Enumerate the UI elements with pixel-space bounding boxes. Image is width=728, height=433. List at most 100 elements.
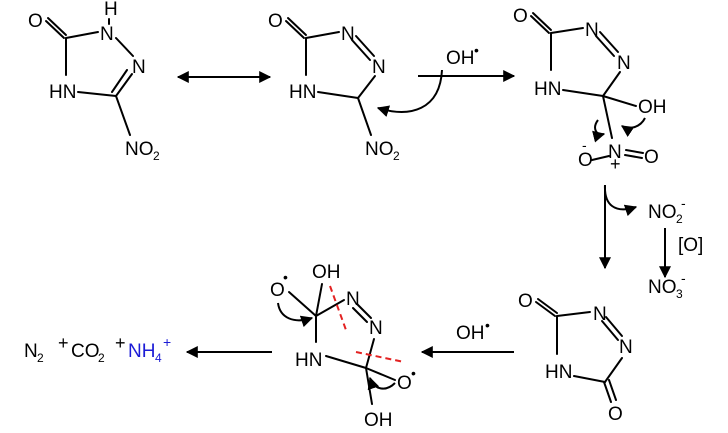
nitrite-release: NO 2 - [O] NO 3 -: [599, 184, 703, 301]
radical-dot: •: [411, 365, 416, 381]
bond: [537, 298, 558, 314]
bond: [591, 155, 610, 161]
atom-hn: HN: [534, 79, 561, 100]
bond: [573, 375, 606, 383]
nitrite-no: NO: [648, 202, 677, 223]
curved-electron-arrow: [376, 69, 443, 117]
bond: [562, 89, 604, 97]
nitro-group: NO 2: [365, 139, 400, 163]
atom-hn: HN: [295, 350, 322, 371]
nitrate-no: NO: [648, 277, 677, 298]
bond: [355, 35, 375, 57]
bond: [365, 338, 375, 369]
curved-electron-arrow: [621, 117, 646, 137]
subscript-2: 2: [676, 212, 683, 226]
atom-o: O: [518, 291, 533, 312]
bond: [625, 149, 644, 154]
bond: [356, 303, 372, 319]
atom-n: N: [619, 337, 633, 358]
bond: [605, 316, 623, 337]
bond: [365, 367, 373, 405]
atom-hn: HN: [545, 362, 572, 383]
bond: [604, 357, 623, 383]
bond: [287, 17, 307, 36]
radical-dot: •: [474, 42, 479, 58]
bond: [111, 69, 128, 93]
bond: [288, 291, 317, 317]
bond: [603, 381, 612, 403]
hydroxyl-addition-step: OH •: [376, 42, 516, 117]
bond-cleavage-line: [355, 351, 405, 363]
bond: [285, 20, 305, 39]
atom-no: NO: [125, 139, 154, 160]
atom-o: O: [397, 373, 412, 394]
curved-electron-arrow: [277, 302, 314, 328]
atom-h: H: [104, 0, 118, 20]
atom-n: N: [346, 289, 360, 310]
final-products: N 2 + CO 2 + NH 4 +: [24, 333, 171, 365]
atom-n: N: [617, 53, 631, 74]
subscript-3: 3: [676, 287, 683, 301]
curved-arrow-nitrite: [603, 184, 638, 217]
charge-minus: -: [681, 270, 686, 286]
bond: [535, 301, 556, 317]
bond: [45, 20, 65, 39]
bond: [595, 35, 615, 57]
atom-o: O: [268, 11, 283, 32]
radical-dot: •: [283, 269, 288, 285]
product-co2: CO: [71, 341, 100, 362]
atom-o: O: [28, 11, 43, 32]
atom-oh: OH: [364, 410, 393, 431]
molecule-oh-adduct: O N N HN OH N O O - +: [513, 6, 667, 174]
atom-hn: HN: [49, 82, 76, 103]
reagent-oh: OH: [446, 48, 475, 69]
bond: [351, 39, 371, 61]
molecule-diradical: OH O • N N HN O • OH: [270, 262, 416, 431]
atom-hn: HN: [289, 82, 316, 103]
bond: [599, 31, 619, 53]
bond: [624, 154, 643, 159]
bond: [608, 379, 617, 401]
bond: [65, 31, 99, 39]
subscript-2: 2: [153, 149, 160, 163]
bond: [602, 95, 613, 139]
bond: [352, 307, 368, 323]
atom-o: O: [270, 280, 285, 301]
bond: [556, 311, 591, 317]
subscript-2: 2: [37, 351, 44, 365]
atom-oh: OH: [312, 262, 341, 283]
molecule-tautomer: O N N HN NO 2: [268, 11, 400, 163]
curved-electron-arrow: [592, 119, 606, 143]
curved-electron-arrow: [367, 376, 396, 391]
atom-n: N: [369, 318, 383, 339]
atom-n: N: [100, 24, 114, 45]
bond: [115, 73, 133, 97]
reagent-oh: OH: [456, 323, 485, 344]
bond: [550, 27, 584, 34]
bond: [115, 37, 134, 57]
radical-dot: •: [485, 317, 490, 333]
product-n2: N: [24, 341, 38, 362]
subscript-2: 2: [393, 149, 400, 163]
bond: [47, 17, 67, 36]
bond: [365, 367, 396, 381]
atom-n: N: [608, 142, 622, 163]
atom-o: O: [644, 147, 659, 168]
nitro-group: NO 2: [125, 139, 160, 163]
atom-o: O: [513, 6, 528, 27]
bond: [325, 355, 367, 369]
subscript-4: 4: [155, 351, 162, 365]
bond: [115, 95, 131, 136]
subscript-2: 2: [98, 351, 105, 365]
bond: [315, 283, 323, 317]
bond: [602, 71, 621, 97]
oxidation-label: [O]: [678, 235, 703, 256]
bond: [601, 320, 619, 341]
bond: [315, 299, 345, 317]
molecule-triazoledione: O N N HN O: [518, 291, 633, 425]
bond-cleavage-line: [329, 285, 347, 331]
charge-minus: -: [681, 195, 686, 211]
bond: [530, 15, 550, 34]
molecule-nto: O H N N HN NO 2: [28, 0, 160, 163]
bond: [357, 97, 372, 136]
